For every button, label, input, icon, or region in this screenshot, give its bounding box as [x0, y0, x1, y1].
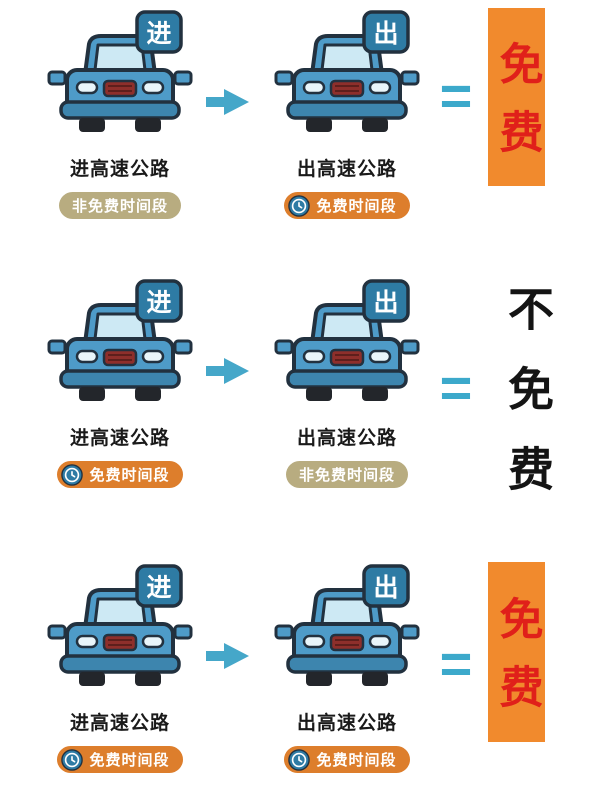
exit-highway-label: 出高速公路 [296, 159, 397, 180]
equals-sign: = [439, 632, 473, 695]
car-with-sign: 出 [272, 277, 422, 417]
free-time-badge: 免费时间段 [57, 461, 183, 488]
enter-sign: 进 [146, 574, 172, 602]
result-free-block: 免费 [488, 562, 545, 742]
enter-sign: 进 [146, 20, 172, 48]
exit-sign: 出 [373, 20, 399, 48]
exit-highway-car-group: 出 出高速公路 非免费时间段 [272, 277, 422, 488]
exit-sign: 出 [373, 289, 399, 317]
badge-text: 免费时间段 [89, 467, 170, 484]
scenario-row-1: 进 进高速公路 非免费时间段 出 出高速公路 免费时间段 = 免费 [0, 8, 600, 260]
car-with-sign: 进 [45, 8, 195, 148]
nonfree-time-badge: 非免费时间段 [58, 192, 181, 219]
scenario-row-3: 进 进高速公路 免费时间段 出 出高速公路 免费时间段 = 免费 [0, 552, 600, 799]
nonfree-time-badge: 非免费时间段 [285, 461, 408, 488]
enter-highway-car-group: 进 进高速公路 免费时间段 [45, 277, 195, 488]
equals-sign: = [439, 64, 473, 127]
result-free-text: 免费 [492, 596, 542, 732]
enter-highway-car-group: 进 进高速公路 非免费时间段 [45, 8, 195, 219]
arrow-right-icon [206, 89, 249, 115]
free-time-badge: 免费时间段 [284, 192, 410, 219]
enter-highway-car-group: 进 进高速公路 免费时间段 [45, 562, 195, 773]
badge-text: 免费时间段 [89, 752, 170, 769]
arrow-right-icon [206, 643, 249, 669]
clock-icon [288, 748, 311, 771]
result-notfree-block: 不免费 [494, 282, 562, 525]
enter-highway-label: 进高速公路 [69, 713, 170, 734]
badge-text: 非免费时间段 [71, 198, 168, 215]
car-with-sign: 进 [45, 562, 195, 702]
scenario-row-2: 进 进高速公路 免费时间段 出 出高速公路 非免费时间段 = 不免费 [0, 272, 600, 532]
result-notfree-text: 不免费 [502, 285, 554, 525]
result-free-block: 免费 [488, 8, 545, 186]
exit-sign: 出 [373, 574, 399, 602]
car-with-sign: 进 [45, 277, 195, 417]
clock-icon [61, 463, 84, 486]
equals-sign: = [439, 356, 473, 419]
free-time-badge: 免费时间段 [57, 746, 183, 773]
enter-highway-label: 进高速公路 [69, 428, 170, 449]
free-time-badge: 免费时间段 [284, 746, 410, 773]
arrow-right-icon [206, 358, 249, 384]
badge-text: 非免费时间段 [298, 467, 395, 484]
enter-sign: 进 [146, 289, 172, 317]
result-free-text: 免费 [492, 41, 542, 177]
car-with-sign: 出 [272, 8, 422, 148]
clock-icon [61, 748, 84, 771]
clock-icon [288, 194, 311, 217]
exit-highway-car-group: 出 出高速公路 免费时间段 [272, 562, 422, 773]
car-with-sign: 出 [272, 562, 422, 702]
badge-text: 免费时间段 [316, 752, 397, 769]
enter-highway-label: 进高速公路 [69, 159, 170, 180]
exit-highway-label: 出高速公路 [296, 713, 397, 734]
exit-highway-car-group: 出 出高速公路 免费时间段 [272, 8, 422, 219]
badge-text: 免费时间段 [316, 198, 397, 215]
exit-highway-label: 出高速公路 [296, 428, 397, 449]
